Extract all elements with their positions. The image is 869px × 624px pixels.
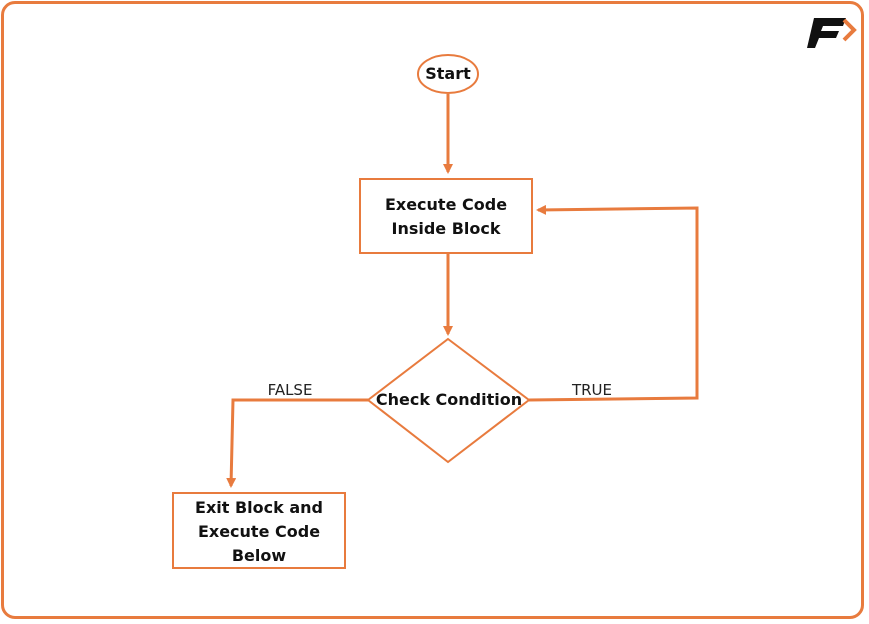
execute-label-line2: Inside Block (391, 219, 501, 238)
false-label: FALSE (268, 381, 313, 399)
check-condition-label: Check Condition (368, 388, 530, 412)
check-condition-node (366, 337, 531, 464)
exit-node (172, 492, 346, 569)
true-label: TRUE (571, 381, 612, 399)
edge-false-exit (226, 398, 368, 488)
exit-label-line2: Execute Code (197, 522, 321, 541)
execute-label-line1: Execute Code (384, 195, 508, 214)
brand-f-logo-icon (806, 12, 862, 56)
edge-true-loop (528, 204, 699, 402)
exit-label-line3: Below (231, 546, 287, 565)
start-label: Start (418, 62, 478, 86)
check-condition-label-text: Check Condition (375, 390, 523, 409)
start-label-text: Start (425, 64, 471, 83)
execute-label: Execute Code Inside Block (360, 193, 532, 241)
start-node (417, 54, 479, 94)
exit-label-line1: Exit Block and (195, 498, 323, 517)
execute-node (359, 178, 533, 254)
exit-label: Exit Block and Execute Code Below (173, 496, 345, 568)
